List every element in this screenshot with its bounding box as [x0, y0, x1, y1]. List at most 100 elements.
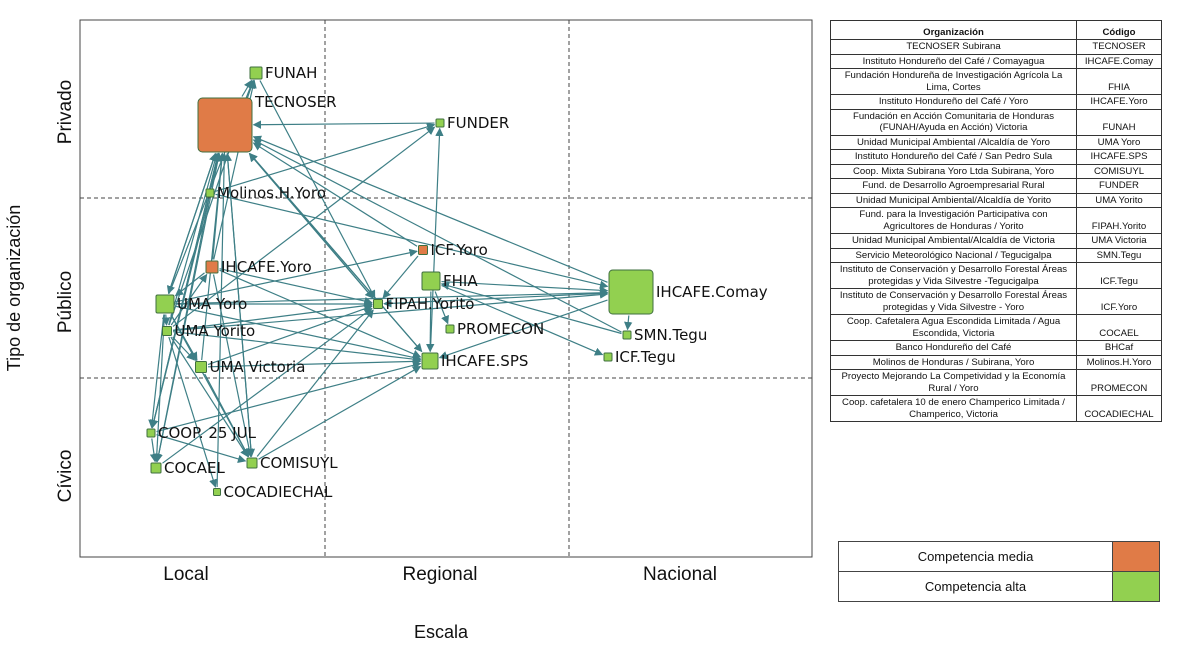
org-code-cell: TECNOSER — [1076, 39, 1162, 55]
org-name-cell: Unidad Municipal Ambiental /Alcaldía de … — [830, 134, 1077, 150]
node-COOP25JUL — [146, 428, 156, 438]
edge-ICFYoro-to-TECNOSER — [252, 142, 418, 247]
y-axis-title: Tipo de organización — [4, 205, 24, 371]
node-label-ICFTegu: ICF.Tegu — [615, 348, 676, 366]
org-code-cell: FUNAH — [1076, 108, 1162, 136]
org-code-cell: UMA Yoro — [1076, 134, 1162, 150]
edge-UMAYoro-to-IHCAFESPS — [175, 305, 422, 362]
legend-row-alta: Competencia alta — [838, 571, 1160, 602]
table-row: Coop. cafetalera 10 de enero Champerico … — [830, 395, 1162, 422]
edge-SMNTegu-to-FHIA — [440, 281, 622, 335]
org-code-cell: SMN.Tegu — [1076, 247, 1162, 263]
node-label-COCAEL: COCAEL — [164, 459, 225, 477]
node-label-ICFYoro: ICF.Yoro — [431, 241, 488, 259]
edge-MolinosHYoro-to-FUNDER — [215, 122, 436, 192]
node-FHIA — [421, 271, 441, 291]
x-category-local: Local — [163, 564, 208, 585]
org-code-cell: IHCAFE.SPS — [1076, 149, 1162, 165]
node-IHCAFESPS — [421, 352, 439, 370]
edge-UMAVictoria-to-COMISUYL — [204, 373, 250, 458]
edge-IHCAFEYoro-to-FIPAHYorito — [219, 268, 373, 306]
edge-IHCAFESPS-to-FUNDER — [429, 127, 444, 352]
node-FUNAH — [249, 66, 263, 80]
org-code-cell: FUNDER — [1076, 178, 1162, 194]
node-ICFYoro — [418, 245, 428, 255]
node-label-IHCAFEYoro: IHCAFE.Yoro — [221, 258, 312, 276]
nodes-layer: TECNOSERFUNAHFUNDERMolinos.H.YoroICF.Yor… — [146, 64, 768, 501]
edge-MolinosHYoro-to-COCAEL — [154, 198, 210, 463]
node-label-FUNAH: FUNAH — [265, 64, 317, 82]
node-COCADIECHAL — [213, 488, 221, 496]
edge-COOP25JUL-to-COCAEL — [149, 438, 159, 463]
edge-TECNOSER-to-COOP25JUL — [150, 153, 219, 429]
table-row: Proyecto Mejorando La Competividad y la … — [830, 369, 1162, 396]
node-label-SMNTegu: SMN.Tegu — [634, 326, 707, 344]
org-code-cell: PROMECON — [1076, 369, 1162, 396]
x-category-nacional: Nacional — [643, 564, 717, 585]
node-UMAVictoria — [195, 361, 207, 373]
node-label-IHCAFESPS: IHCAFE.SPS — [441, 352, 528, 370]
edge-UMAYorito-to-COMISUYL — [170, 336, 249, 458]
org-name-cell: Instituto Hondureño del Café / Yoro — [830, 94, 1077, 110]
table-row: Fund. para la Investigación Participativ… — [830, 207, 1162, 234]
org-name-cell: Instituto de Conservación y Desarrollo F… — [830, 288, 1077, 315]
y-category-civico: Cívico — [55, 450, 76, 503]
table-row: Coop. Cafetalera Agua Escondida Limitada… — [830, 314, 1162, 341]
node-label-COOP25JUL: COOP. 25 JUL — [158, 424, 257, 442]
org-name-cell: Banco Hondureño del Café — [830, 340, 1077, 356]
node-UMAYorito — [162, 326, 172, 336]
edge-TECNOSER-to-IHCAFESPS — [249, 153, 423, 353]
edge-COCADIECHAL-to-TECNOSER — [216, 152, 229, 488]
org-name-cell: Fund. para la Investigación Participativ… — [830, 207, 1077, 234]
org-name-cell: TECNOSER Subirana — [830, 39, 1077, 55]
edge-FUNAH-to-FIPAHYorito — [259, 80, 376, 299]
x-axis-title: Escala — [414, 622, 469, 642]
edge-UMAVictoria-to-IHCAFESPS — [207, 357, 422, 368]
edge-COOP25JUL-to-IHCAFESPS — [156, 361, 422, 433]
table-row: Instituto Hondureño del Café / San Pedro… — [830, 149, 1162, 165]
org-name-cell: Molinos de Honduras / Subirana, Yoro — [830, 354, 1077, 370]
node-FUNDER — [435, 118, 445, 128]
edge-COOP25JUL-to-COMISUYL — [156, 434, 247, 463]
edge-UMAYorito-to-FIPAHYorito — [172, 301, 373, 331]
node-COCAEL — [150, 462, 162, 474]
header-organizacion: Organización — [830, 20, 1077, 40]
org-name-cell: Servicio Meteorológico Nacional / Teguci… — [830, 247, 1077, 263]
y-category-privado: Privado — [55, 80, 76, 144]
edge-FHIA-to-ICFTegu — [441, 284, 604, 356]
edge-UMAYoro-to-IHCAFEComay — [175, 288, 609, 305]
org-name-cell: Instituto de Conservación y Desarrollo F… — [830, 262, 1077, 289]
edge-COMISUYL-to-FIPAHYorito — [256, 309, 374, 457]
org-code-cell: COCADIECHAL — [1076, 395, 1162, 422]
x-category-regional: Regional — [403, 564, 478, 585]
edge-IHCAFEComay-to-IHCAFESPS — [438, 299, 608, 360]
table-row: Unidad Municipal Ambiental /Alcaldía de … — [830, 134, 1162, 150]
org-code-cell: UMA Yorito — [1076, 192, 1162, 208]
node-label-TECNOSER: TECNOSER — [254, 93, 337, 111]
edge-FHIA-to-PROMECON — [434, 291, 449, 325]
legend-swatch-alta — [1112, 571, 1160, 602]
legend-row-media: Competencia media — [838, 541, 1160, 572]
org-code-cell: COMISUYL — [1076, 163, 1162, 179]
edge-IHCAFEComay-to-SMNTegu — [624, 315, 633, 331]
edge-IHCAFEYoro-to-COMISUYL — [212, 274, 254, 458]
table-row: Instituto de Conservación y Desarrollo F… — [830, 288, 1162, 315]
org-name-cell: Coop. Cafetalera Agua Escondida Limitada… — [830, 314, 1077, 341]
edge-FHIA-to-IHCAFEComay — [441, 280, 609, 295]
org-name-cell: Coop. Mixta Subirana Yoro Ltda Subirana,… — [830, 163, 1077, 179]
node-IHCAFEComay — [608, 269, 654, 315]
network-diagram: TECNOSERFUNAHFUNDERMolinos.H.YoroICF.Yor… — [4, 19, 813, 642]
edge-UMAYoro-to-COOP25JUL — [148, 314, 165, 429]
node-label-FHIA: FHIA — [443, 272, 478, 290]
node-TECNOSER — [197, 97, 253, 153]
node-IHCAFEYoro — [205, 260, 219, 274]
node-UMAYoro — [155, 294, 175, 314]
edge-UMAYoro-to-COCAEL — [152, 314, 166, 463]
org-name-cell: Fund. de Desarrollo Agroempresarial Rura… — [830, 178, 1077, 194]
node-PROMECON — [445, 324, 455, 334]
edge-SMNTegu-to-TECNOSER — [252, 139, 622, 333]
node-FIPAHYorito — [373, 299, 383, 309]
